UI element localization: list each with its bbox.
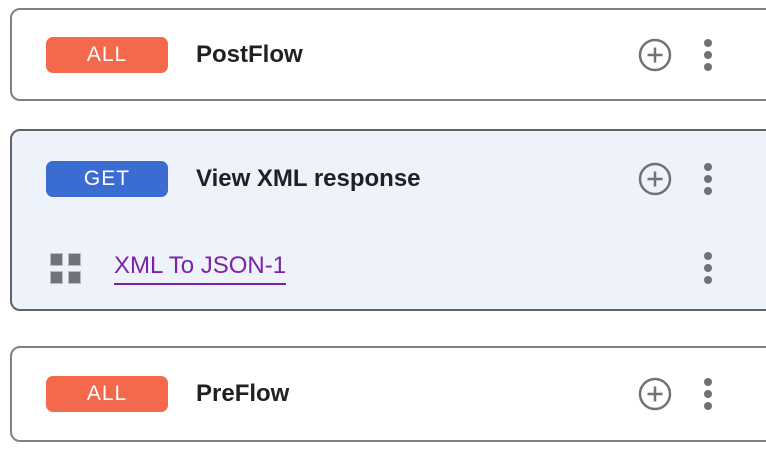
- method-badge: ALL: [46, 376, 168, 412]
- flow-title: PreFlow: [196, 380, 290, 407]
- more-vert-icon: [704, 252, 712, 260]
- add-policy-button[interactable]: [638, 377, 672, 411]
- more-vert-icon: [704, 378, 712, 386]
- add-circle-icon: [638, 162, 672, 196]
- method-badge: ALL: [46, 36, 168, 73]
- flow-row: GET View XML response: [12, 131, 766, 227]
- flow-title: PostFlow: [196, 40, 303, 68]
- policy-step-row: XML To JSON-1: [12, 227, 766, 309]
- more-menu-button[interactable]: [701, 377, 715, 411]
- method-badge: GET: [46, 161, 168, 197]
- flow-card-preflow[interactable]: ALL PreFlow: [10, 346, 766, 442]
- flow-card-view-xml-response[interactable]: GET View XML response: [10, 129, 766, 311]
- drag-handle-icon[interactable]: [50, 252, 81, 284]
- policy-link[interactable]: XML To JSON-1: [114, 252, 287, 285]
- flow-actions: [638, 348, 715, 440]
- more-menu-button[interactable]: [701, 162, 715, 196]
- flow-actions: [638, 131, 715, 227]
- flow-card-postflow[interactable]: ALL PostFlow: [10, 8, 766, 101]
- add-circle-icon: [638, 38, 672, 71]
- more-vert-icon: [704, 163, 712, 171]
- policy-actions: [701, 227, 715, 309]
- more-menu-button[interactable]: [701, 251, 715, 285]
- more-vert-icon: [704, 38, 712, 47]
- flow-row: ALL PreFlow: [12, 348, 766, 440]
- flow-actions: [638, 10, 715, 99]
- add-policy-button[interactable]: [638, 162, 672, 196]
- flow-title: View XML response: [196, 165, 421, 192]
- more-menu-button[interactable]: [701, 38, 715, 72]
- flow-row: ALL PostFlow: [12, 10, 766, 99]
- add-policy-button[interactable]: [638, 38, 672, 72]
- add-circle-icon: [638, 377, 672, 411]
